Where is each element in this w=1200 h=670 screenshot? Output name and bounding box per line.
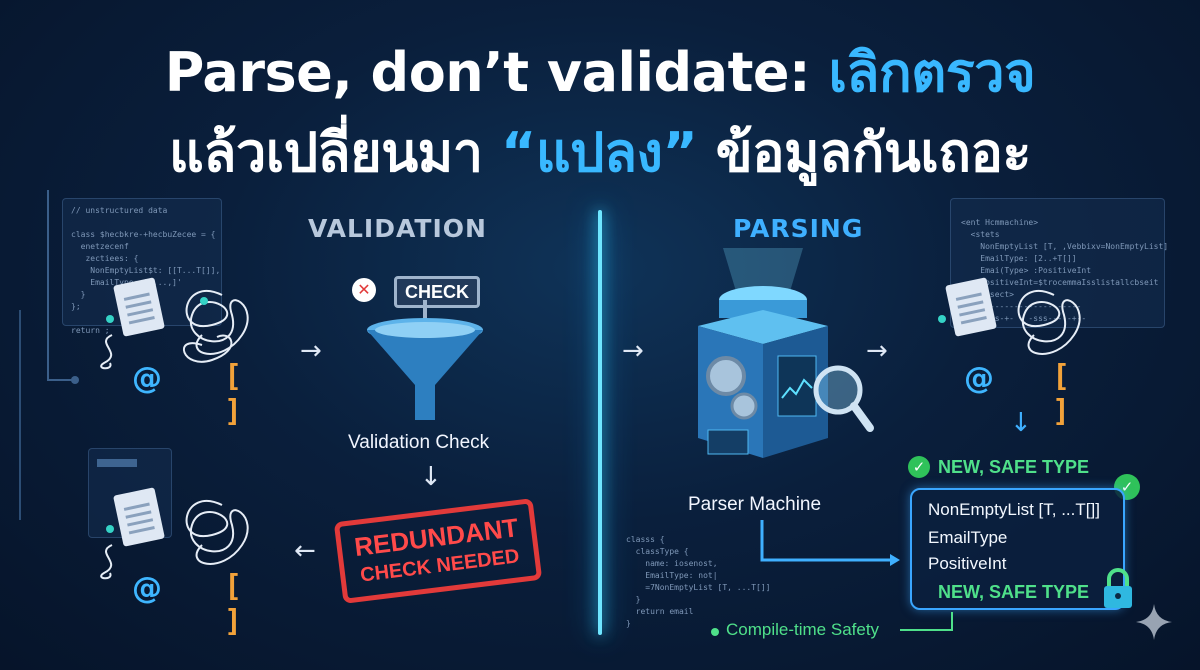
safe-type-box: NonEmptyList [T, ...T[]] EmailType Posit… [910,488,1125,610]
title-th-highlight: เลิกตรวจ [828,41,1036,104]
title-th-c: ข้อมูลกันเถอะ [697,121,1032,184]
validation-check-label: Validation Check [348,432,490,453]
tangle-icon [182,289,249,363]
dot-icon [106,315,114,323]
type-item-emailtype: EmailType [928,528,1008,547]
document-icon [113,277,165,337]
brackets-icon: [ ] [224,569,243,639]
code-snippet-bottom-right: classs { classType { name: iosenost, Ema… [626,535,771,628]
page-title-line-2: แล้วเปลี่ยนมา “แปลง” ข้อมูลกันเถอะ [0,118,1200,188]
at-symbol-icon: @ [132,571,162,606]
check-circle-icon: ✓ [908,456,930,478]
error-x-icon: ✕ [352,278,376,302]
arrow-right-icon: → [622,336,644,366]
dot-icon [711,628,719,636]
arrow-right-icon: → [866,336,888,366]
tangle-icon [1017,289,1081,355]
validation-heading: VALIDATION [308,214,487,243]
sparkle-icon [1136,604,1172,640]
circuit-lines-left [19,190,79,520]
document-icon [113,487,165,547]
at-symbol-icon: @ [964,361,994,396]
title-th-a: แล้วเปลี่ยนมา [169,121,501,184]
type-item-positiveint: PositiveInt [928,554,1007,573]
dot-icon [938,315,946,323]
new-safe-type-header: ✓ NEW, SAFE TYPE [908,456,1128,482]
funnel-icon [367,300,483,420]
check-sign: CHECK [394,276,480,308]
document-icon [945,277,997,337]
parser-machine-label: Parser Machine [688,494,822,515]
connector-line-icon [900,612,953,631]
unstructured-data-bottom: @ [ ] [92,485,272,639]
type-item-nonemptylist: NonEmptyList [T, ...T[]] [928,500,1100,519]
arrow-down-icon: ↓ [420,462,442,492]
parser-machine-icon [698,248,874,458]
arrow-right-icon: → [300,336,322,366]
terminal-line [97,459,137,467]
unstructured-data-right: @ [ ] [924,275,1104,429]
squiggle-icon [100,334,113,370]
arrow-left-icon: ← [294,536,316,566]
squiggle-icon [100,544,113,580]
at-symbol-icon: @ [132,361,162,396]
brackets-icon: [ ] [1052,359,1071,429]
flow-arrow-icon [760,520,900,566]
parsing-heading: PARSING [733,214,864,243]
padlock-icon [1104,568,1132,608]
tangle-icon [185,499,249,565]
title-th-highlight-2: “แปลง” [500,121,698,184]
compile-time-safety-label: Compile-time Safety [726,620,880,639]
title-en: Parse, don’t validate: [164,41,829,104]
page-title-line-1: Parse, don’t validate: เลิกตรวจ [0,38,1200,108]
new-safe-type-footer: NEW, SAFE TYPE [938,582,1090,602]
dot-icon [106,525,114,533]
new-safe-type-title: NEW, SAFE TYPE [938,457,1090,477]
arrow-down-icon: ↓ [1010,408,1032,438]
center-divider [598,210,602,635]
redundant-check-stamp: REDUNDANT CHECK NEEDED [333,498,543,604]
brackets-icon: [ ] [224,359,243,429]
dot-icon [200,297,208,305]
unstructured-data-top: @ [ ] [92,275,272,429]
